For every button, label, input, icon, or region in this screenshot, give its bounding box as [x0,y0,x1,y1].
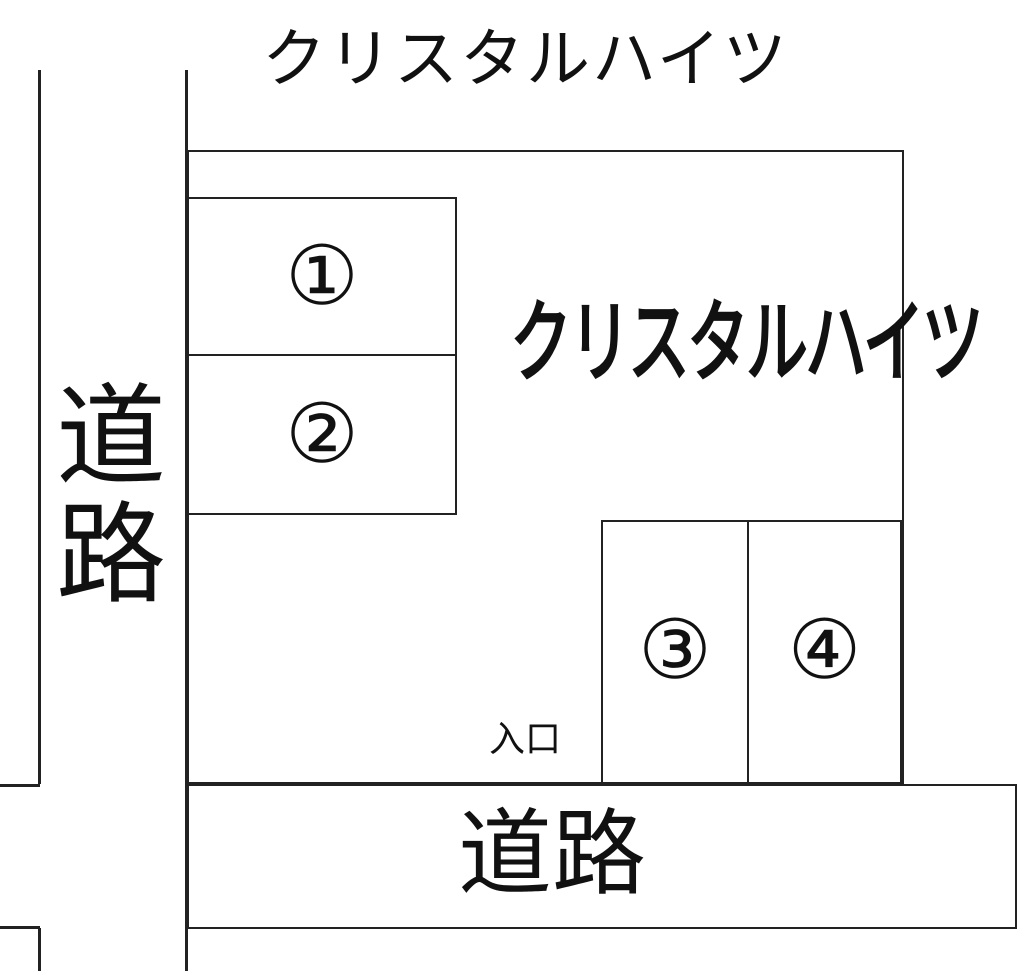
parking-space-2-label: ② [285,387,359,482]
map-title: クリスタルハイツ [262,23,789,97]
building-label: クリスタルハイツ [510,289,984,396]
parking-space-3-label: ③ [638,602,712,698]
bottom-road-top-edge-left [0,784,40,787]
left-road-label-bottom: 路 [56,491,166,619]
left-road-inner-edge [185,70,188,971]
bottom-road [187,784,1017,929]
left-road-outer-edge [38,70,41,784]
bottom-road-label: 道路 [458,800,647,909]
left-road-label-top: 道 [56,373,166,501]
entrance-label: 入口 [489,719,562,760]
parking-space-4-label: ④ [787,602,862,698]
bottom-road-bottom-edge-left [0,926,40,929]
parking-space-2 [187,354,457,515]
parking-space-4 [747,520,902,784]
parking-space-1-label: ① [285,229,359,324]
left-road-outer-edge-lower [38,928,41,971]
